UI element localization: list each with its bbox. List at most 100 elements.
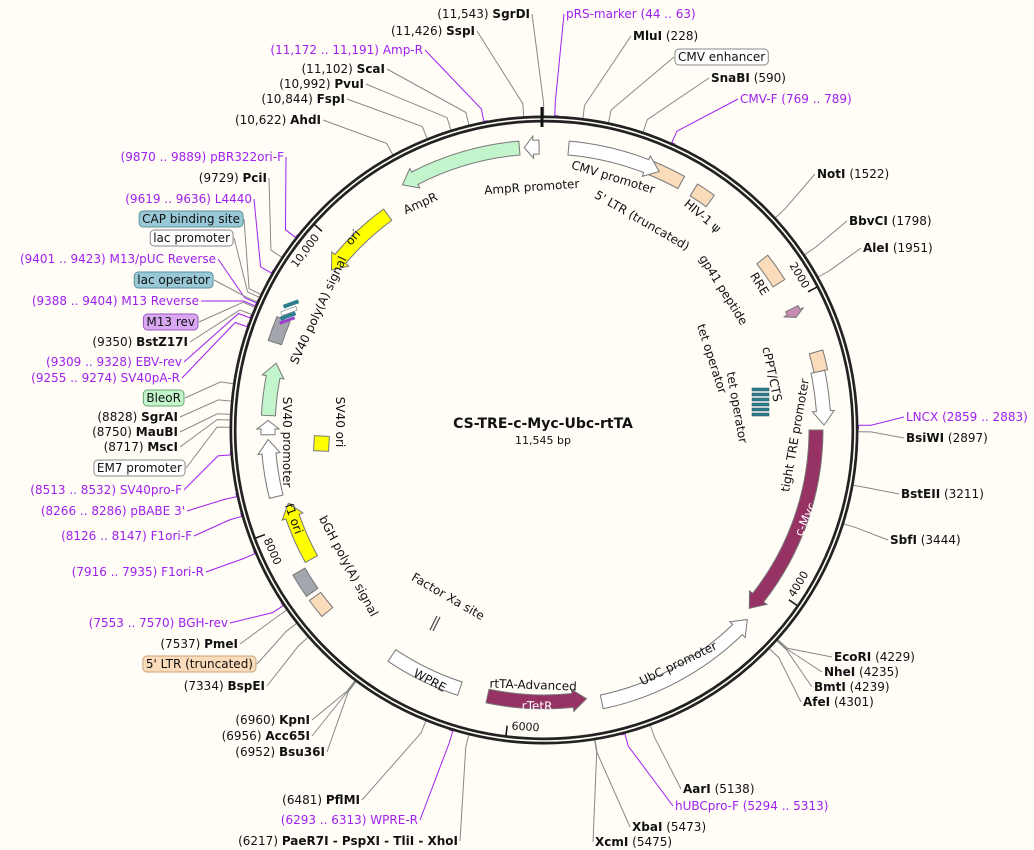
feature-tag-lac-promoter[interactable]: lac promoter	[149, 229, 234, 247]
feature-sv40-poly-a-signal[interactable]	[267, 316, 291, 346]
label-text: XbaI (5473)	[632, 820, 706, 834]
primer-label-sv40pa-r[interactable]: (9255 .. 9274) SV40pA-R	[31, 371, 180, 385]
primer-label-f1ori-r[interactable]: (7916 .. 7935) F1ori-R	[72, 565, 204, 579]
site-label-paer7i-pspxi-tlii-xhoi[interactable]: (6217) PaeR7I - PspXI - TliI - XhoI	[238, 834, 458, 848]
site-label-alei[interactable]: AleI (1951)	[863, 241, 933, 255]
primer-label-f1ori-f[interactable]: (8126 .. 8147) F1ori-F	[61, 529, 192, 543]
feature-rre[interactable]	[756, 254, 786, 288]
site-label-fspi[interactable]: (10,844) FspI	[261, 92, 345, 106]
primer-label-bgh-rev[interactable]: (7553 .. 7570) BGH-rev	[89, 616, 228, 630]
feature-tag-m13-rev[interactable]: M13 rev	[142, 313, 199, 331]
feature-tag-cap-binding-site[interactable]: CAP binding site	[138, 210, 244, 228]
feature-5-ltr-truncated[interactable]	[308, 591, 334, 618]
feature-ampr-promoter[interactable]	[523, 134, 540, 160]
feature-tag-bleor[interactable]: BleoR	[142, 389, 185, 407]
site-label-acc65i[interactable]: (6956) Acc65I	[222, 729, 310, 743]
leader-line	[554, 13, 565, 117]
lac-region-marks[interactable]	[279, 299, 300, 325]
site-label-scai[interactable]: (11,102) ScaI	[302, 62, 386, 76]
primer-label-l4440[interactable]: (9619 .. 9636) L4440	[125, 192, 252, 206]
label-text: (8513 .. 8532) SV40pro-F	[30, 483, 182, 497]
primer-label-pbabe-3[interactable]: (8266 .. 8286) pBABE 3'	[41, 504, 185, 518]
site-label-bsteii[interactable]: BstEII (3211)	[901, 487, 984, 501]
label-part: (4235)	[855, 665, 899, 679]
plasmid-backbone[interactable]	[229, 107, 859, 745]
site-label-xbai[interactable]: XbaI (5473)	[632, 820, 706, 834]
site-label-sgrai[interactable]: (8828) SgrAI	[97, 410, 178, 424]
primer-label-pbr322ori-f[interactable]: (9870 .. 9889) pBR322ori-F	[121, 150, 285, 164]
label-part: pBABE 3'	[130, 504, 185, 518]
feature-hiv-1[interactable]	[689, 183, 716, 208]
label-text: (7334) BspEI	[184, 679, 265, 693]
label-part: (6293 .. 6313)	[281, 813, 371, 827]
feature-tag-cmv-enhancer[interactable]: CMV enhancer	[674, 48, 769, 66]
primer-label-hubcpro-f[interactable]: hUBCpro-F (5294 .. 5313)	[675, 799, 828, 813]
site-label-bmti[interactable]: BmtI (4239)	[814, 680, 890, 694]
leader-line	[624, 733, 674, 807]
site-label-nhei[interactable]: NheI (4235)	[824, 665, 899, 679]
site-label-noti[interactable]: NotI (1522)	[817, 167, 889, 181]
primer-label-m13-reverse[interactable]: (9388 .. 9404) M13 Reverse	[32, 294, 199, 308]
primer-label-amp-r[interactable]: (11,172 .. 11,191) Amp-R	[270, 43, 423, 57]
primer-label-cmv-f[interactable]: CMV-F (769 .. 789)	[740, 92, 852, 106]
feature-tag-em7-promoter[interactable]: EM7 promoter	[93, 459, 186, 477]
primer-label-ebv-rev[interactable]: (9309 .. 9328) EBV-rev	[46, 355, 182, 369]
site-label-aari[interactable]: AarI (5138)	[683, 782, 755, 796]
site-label-pvui[interactable]: (10,992) PvuI	[279, 77, 364, 91]
site-label-bsu36i[interactable]: (6952) Bsu36I	[235, 745, 325, 759]
site-label-ahdi[interactable]: (10,622) AhdI	[235, 113, 321, 127]
feature-cmv-promoter[interactable]	[567, 140, 660, 178]
primer-label-m13-puc-reverse[interactable]: (9401 .. 9423) M13/pUC Reverse	[20, 252, 216, 266]
leader-line	[775, 173, 816, 219]
site-label-msci[interactable]: (8717) MscI	[104, 440, 178, 454]
feature-tight-tre-promoter[interactable]	[810, 369, 836, 426]
site-label-bstz17i[interactable]: (9350) BstZ17I	[92, 335, 188, 349]
site-label-sgrdi[interactable]: (11,543) SgrDI	[437, 7, 530, 21]
feature-ubc-promoter[interactable]	[599, 619, 748, 710]
sv40-ori-mark[interactable]	[313, 435, 330, 452]
site-label-pflmi[interactable]: (6481) PflMI	[282, 793, 360, 807]
label-part: lac operator	[137, 273, 210, 287]
feature-cppt-cts[interactable]	[808, 349, 829, 374]
factor-xa-site-mark[interactable]	[429, 615, 441, 632]
primer-label-lncx[interactable]: LNCX (2859 .. 2883)	[906, 410, 1028, 424]
leader-line	[253, 198, 273, 274]
site-label-mlui[interactable]: MluI (228)	[633, 29, 698, 43]
site-label-sbfi[interactable]: SbfI (3444)	[890, 533, 961, 547]
feature-bgh-poly-a-signal[interactable]	[292, 567, 319, 598]
leader-line	[184, 381, 234, 399]
tet-operator-mark[interactable]	[751, 387, 770, 417]
site-label-ecori[interactable]: EcoRI (4229)	[834, 650, 915, 664]
site-label-kpni[interactable]: (6960) KpnI	[235, 713, 310, 727]
feature-bleor[interactable]	[260, 362, 285, 417]
site-label-snabi[interactable]: SnaBI (590)	[711, 71, 786, 85]
feature-tag-5-ltr-truncated[interactable]: 5' LTR (truncated)	[142, 655, 257, 673]
site-label-maubi[interactable]: (8750) MauBI	[92, 425, 178, 439]
site-label-bsiwi[interactable]: BsiWI (2897)	[906, 431, 988, 445]
leader-line	[284, 156, 297, 239]
feature-sv40-promoter[interactable]	[256, 438, 284, 500]
feature-f1-ori[interactable]	[281, 502, 319, 564]
feature-c-myc[interactable]	[748, 429, 824, 610]
site-label-bbvci[interactable]: BbvCI (1798)	[849, 214, 932, 228]
site-label-pmei[interactable]: (7537) PmeI	[160, 637, 238, 651]
feature-rtetr[interactable]	[485, 688, 588, 713]
label-part: 5' LTR (truncated)	[146, 657, 253, 671]
feature-ori[interactable]	[330, 208, 393, 271]
label-part: (6217)	[238, 834, 282, 848]
feature-em7-promoter[interactable]	[255, 419, 281, 436]
feature-tag-lac-operator[interactable]: lac operator	[133, 271, 214, 289]
primer-label-sv40pro-f[interactable]: (8513 .. 8532) SV40pro-F	[30, 483, 182, 497]
feature-wpre[interactable]	[387, 649, 463, 696]
primer-label-wpre-r[interactable]: (6293 .. 6313) WPRE-R	[281, 813, 418, 827]
feature-gp41-peptide[interactable]	[783, 304, 804, 319]
site-label-sspi[interactable]: (11,426) SspI	[391, 24, 475, 38]
primer-label-prs-marker[interactable]: pRS-marker (44 .. 63)	[566, 7, 696, 21]
site-label-xcmi[interactable]: XcmI (5475)	[595, 835, 672, 849]
site-label-bspei[interactable]: (7334) BspEI	[184, 679, 265, 693]
site-label-afei[interactable]: AfeI (4301)	[803, 695, 874, 709]
label-part: (9309 .. 9328)	[46, 355, 136, 369]
site-label-pcii[interactable]: (9729) PciI	[199, 171, 267, 185]
feature-ampr[interactable]	[401, 140, 521, 189]
